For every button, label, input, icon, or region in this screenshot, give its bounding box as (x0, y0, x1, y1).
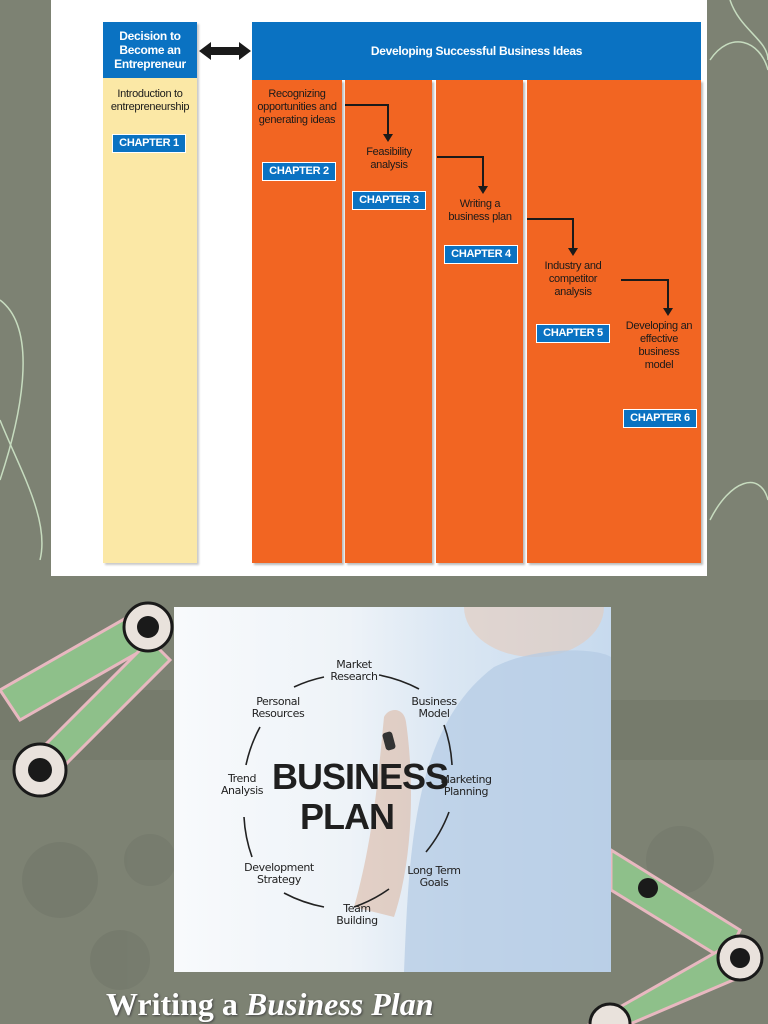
chapter-badge-6: CHAPTER 6 (623, 409, 697, 428)
slide-title: Writing a Business Plan (106, 986, 434, 1022)
intro-column (103, 22, 197, 563)
stage-label-2: Recognizing opportunities and generating… (257, 88, 337, 126)
stage-column-3 (345, 80, 432, 563)
stage-column-5-6 (527, 80, 701, 563)
chapter-badge-3: CHAPTER 3 (352, 191, 426, 210)
person-illustration (354, 607, 611, 972)
double-arrow-icon (199, 42, 251, 60)
stage-label-1: Introduction to entrepreneurship (110, 88, 190, 113)
decision-header: Decision to Become an Entrepreneur (103, 22, 197, 78)
plan-word: PLAN (300, 796, 395, 837)
stage-label-4: Writing a business plan (448, 198, 512, 223)
stage-column-2 (252, 80, 342, 563)
stage-column-4 (436, 80, 523, 563)
cycle-ring (243, 674, 453, 908)
entrepreneurship-process-diagram: Decision to Become an Entrepreneur Devel… (51, 0, 707, 576)
stage-connector-arrows (345, 104, 673, 316)
chapter-badge-2: CHAPTER 2 (262, 162, 336, 181)
main-header: Developing Successful Business Ideas (252, 22, 701, 80)
chapter-badge-1: CHAPTER 1 (112, 134, 186, 153)
robot-arm-right-icon (586, 847, 764, 1024)
stage-label-6: Developing an effective business model (625, 320, 693, 371)
robot-arm-left-icon (0, 601, 174, 798)
chapter-badge-4: CHAPTER 4 (444, 245, 518, 264)
stage-label-3: Feasibility analysis (366, 146, 412, 171)
stage-label-5: Industry and competitor analysis (544, 260, 602, 298)
chapter-badge-5: CHAPTER 5 (536, 324, 610, 343)
business-word: BUSINESS (272, 756, 449, 797)
